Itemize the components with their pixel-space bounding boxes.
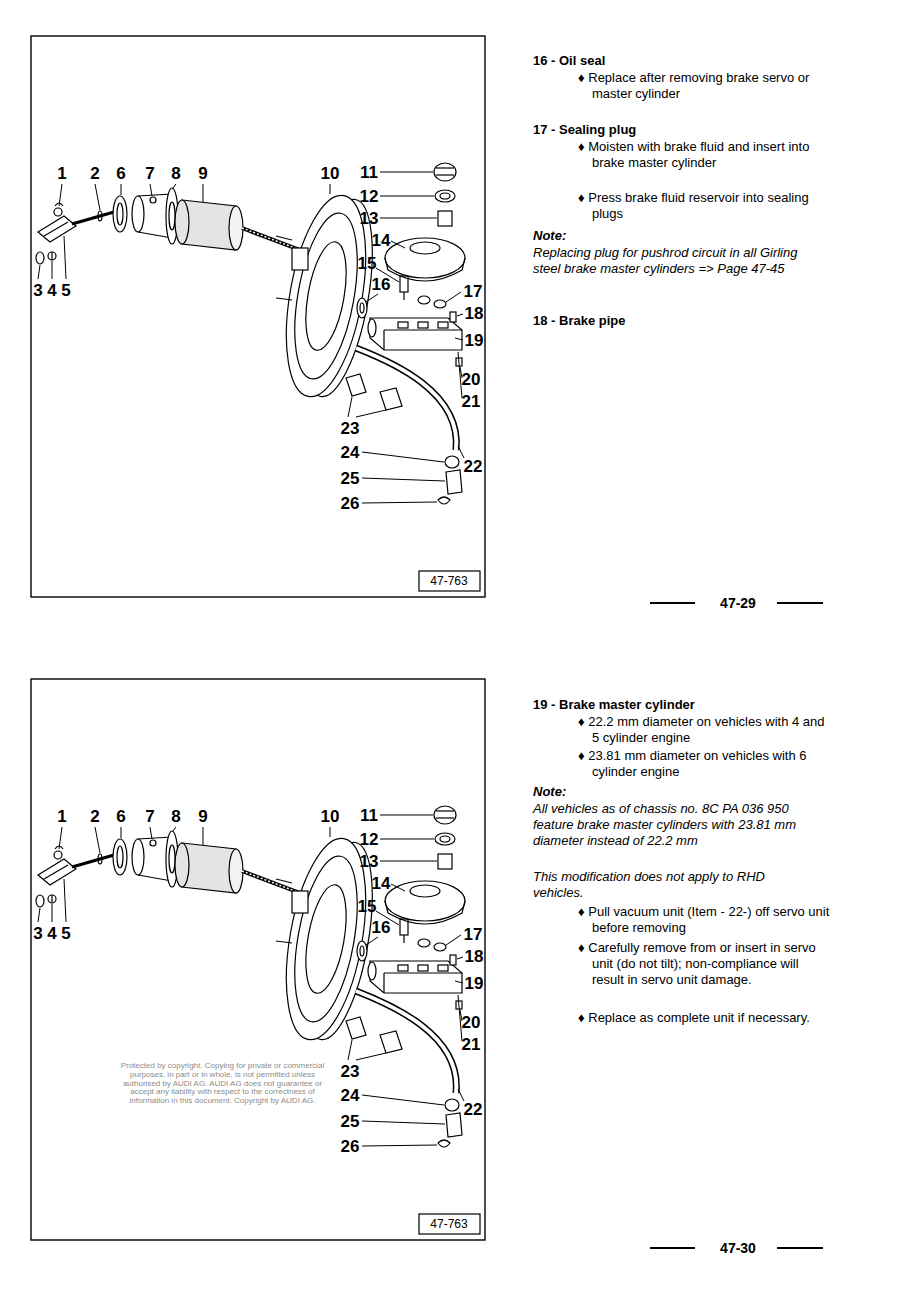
- callout-number: 10: [321, 165, 340, 182]
- note-text: Replacing plug for pushrod circuit in al…: [533, 245, 813, 277]
- note-heading: Note:: [533, 228, 813, 244]
- callout-number: 15: [358, 255, 377, 272]
- callout-number: 8: [171, 165, 180, 182]
- callout-number: 26: [341, 1138, 360, 1155]
- callout-number: 7: [145, 165, 154, 182]
- callout-number: 3: [33, 282, 42, 299]
- callout-number: 17: [464, 283, 483, 300]
- bullet-text: ♦ Moisten with brake fluid and insert in…: [578, 139, 832, 171]
- callout-number: 21: [462, 1036, 481, 1053]
- callout-number: 15: [358, 898, 377, 915]
- callout-number: 11: [360, 807, 378, 824]
- callout-number: 8: [171, 808, 180, 825]
- callout-number: 24: [341, 1087, 360, 1104]
- callout-number: 26: [341, 495, 360, 512]
- item-heading: 19 - Brake master cylinder: [533, 697, 813, 713]
- callout-number: 10: [321, 808, 340, 825]
- figure-number: 47-763: [430, 575, 467, 587]
- callout-number: 19: [465, 975, 484, 992]
- callout-number: 16: [372, 919, 391, 936]
- callout-number: 9: [198, 165, 207, 182]
- callout-number: 3: [33, 925, 42, 942]
- callout-number: 1: [57, 165, 66, 182]
- callout-number: 12: [360, 831, 379, 848]
- callout-number: 20: [462, 1014, 481, 1031]
- bullet-text: ♦ Carefully remove from or insert in ser…: [578, 940, 832, 988]
- callout-number: 11: [360, 164, 378, 181]
- callout-number: 4: [47, 282, 56, 299]
- callout-number: 6: [116, 165, 125, 182]
- callout-number: 21: [462, 393, 481, 410]
- callout-number: 12: [360, 188, 379, 205]
- callout-number: 5: [61, 282, 70, 299]
- callout-number: 14: [372, 875, 391, 892]
- callout-number: 22: [464, 1101, 483, 1118]
- note-text: All vehicles as of chassis no. 8C PA 036…: [533, 801, 813, 849]
- bullet-text: ♦ 23.81 mm diameter on vehicles with 6 c…: [578, 748, 832, 780]
- callout-number: 9: [198, 808, 207, 825]
- item-heading: 16 - Oil seal: [533, 53, 813, 69]
- note-text: This modification does not apply to RHD …: [533, 869, 813, 901]
- figure-number: 47-763: [430, 1218, 467, 1230]
- callout-number: 6: [116, 808, 125, 825]
- callout-number: 20: [462, 371, 481, 388]
- callout-number: 19: [465, 332, 484, 349]
- item-heading: 18 - Brake pipe: [533, 313, 813, 329]
- callout-number: 18: [465, 948, 484, 965]
- callout-number: 13: [360, 210, 379, 227]
- callout-number: 25: [341, 1113, 360, 1130]
- bullet-text: ♦ Replace after removing brake servo or …: [578, 70, 832, 102]
- page-number: 47-29: [720, 596, 756, 610]
- callout-number: 2: [90, 808, 99, 825]
- bullet-text: ♦ Pull vacuum unit (Item - 22-) off serv…: [578, 904, 832, 936]
- page-number: 47-30: [720, 1241, 756, 1255]
- callout-number: 14: [372, 232, 391, 249]
- callout-number: 22: [464, 458, 483, 475]
- callout-number: 2: [90, 165, 99, 182]
- bullet-text: ♦ Replace as complete unit if necessary.: [578, 1010, 832, 1026]
- callout-number: 23: [341, 420, 360, 437]
- callout-number: 23: [341, 1063, 360, 1080]
- callout-number: 13: [360, 853, 379, 870]
- bullet-text: ♦ 22.2 mm diameter on vehicles with 4 an…: [578, 714, 832, 746]
- note-heading: Note:: [533, 784, 813, 800]
- callout-number: 1: [57, 808, 66, 825]
- callout-number: 4: [47, 925, 56, 942]
- callout-number: 5: [61, 925, 70, 942]
- bullet-text: ♦ Press brake fluid reservoir into seali…: [578, 190, 832, 222]
- callout-number: 7: [145, 808, 154, 825]
- callout-number: 24: [341, 444, 360, 461]
- callout-number: 18: [465, 305, 484, 322]
- watermark: Protected by copyright. Copying for priv…: [120, 1062, 325, 1106]
- callout-number: 16: [372, 276, 391, 293]
- item-heading: 17 - Sealing plug: [533, 122, 813, 138]
- callout-number: 25: [341, 470, 360, 487]
- callout-number: 17: [464, 926, 483, 943]
